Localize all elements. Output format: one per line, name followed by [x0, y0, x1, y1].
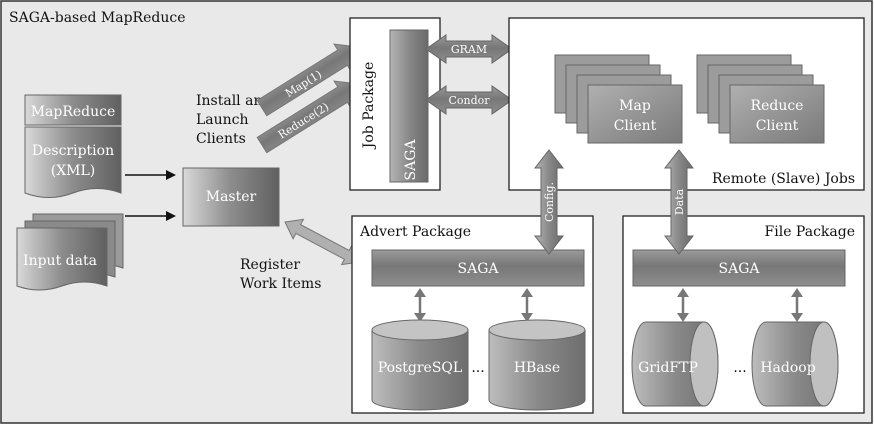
advert-package-title: Advert Package [359, 224, 471, 240]
reduce-client-stack: Reduce Client [696, 54, 825, 144]
svg-text:Clients: Clients [196, 131, 246, 147]
svg-text:(XML): (XML) [51, 163, 96, 179]
svg-text:SAGA: SAGA [403, 139, 419, 181]
job-saga-bar [389, 29, 429, 183]
svg-text:Data: Data [673, 188, 686, 215]
svg-text:GridFTP: GridFTP [638, 360, 698, 376]
file-package-title: File Package [765, 224, 855, 240]
advert-saga-bar: SAGA [371, 249, 585, 287]
job-package-box: Job Package SAGA [349, 17, 441, 191]
map-client-stack: Map Client [554, 54, 683, 144]
data-arrow: Data [663, 149, 695, 255]
svg-text:Config.: Config. [543, 182, 556, 222]
config-arrow: Config. [533, 149, 565, 255]
svg-text:Hadoop: Hadoop [760, 360, 815, 376]
advert-db-arrows [414, 288, 533, 322]
svg-text:Reduce: Reduce [751, 98, 804, 114]
arrows-to-master [125, 170, 176, 221]
svg-text:SAGA: SAGA [719, 261, 761, 277]
svg-text:Map: Map [619, 98, 651, 114]
svg-text:GRAM: GRAM [451, 43, 487, 56]
svg-text:MapReduce: MapReduce [31, 104, 116, 120]
svg-text:Work Items: Work Items [240, 276, 321, 292]
file-ellipsis: ... [733, 360, 746, 376]
hbase-db: HBase [488, 319, 586, 411]
hadoop-storage: Hadoop [751, 321, 839, 407]
svg-text:Input data: Input data [23, 253, 97, 269]
advert-ellipsis: ... [471, 360, 484, 376]
master-node: Master [182, 167, 280, 227]
file-fs-arrows [677, 288, 803, 322]
svg-text:PostgreSQL: PostgreSQL [378, 360, 462, 376]
svg-text:SAGA: SAGA [458, 261, 500, 277]
svg-text:Register: Register [240, 257, 300, 273]
condor-arrow: Condor [425, 85, 513, 115]
svg-text:Install and: Install and [196, 93, 271, 109]
gridftp-storage: GridFTP [631, 321, 719, 407]
input-data-doc: Input data [16, 213, 124, 291]
svg-text:Condor: Condor [448, 94, 490, 107]
svg-text:Master: Master [206, 189, 257, 205]
svg-text:Launch: Launch [196, 112, 249, 128]
install-launch-label: Install and Launch Clients [196, 93, 271, 147]
remote-jobs-title: Remote (Slave) Jobs [712, 171, 855, 187]
file-saga-bar: SAGA [632, 249, 846, 287]
svg-text:HBase: HBase [514, 360, 560, 376]
register-work-items-label: Register Work Items [240, 257, 321, 292]
svg-text:Client: Client [756, 118, 799, 134]
mapreduce-description-doc: MapReduce Description (XML) [24, 94, 122, 198]
svg-text:Description: Description [32, 143, 114, 159]
job-package-title: Job Package [361, 62, 377, 151]
diagram-title: SAGA-based MapReduce [9, 10, 186, 26]
svg-text:Client: Client [614, 118, 657, 134]
postgresql-db: PostgreSQL [371, 319, 469, 411]
